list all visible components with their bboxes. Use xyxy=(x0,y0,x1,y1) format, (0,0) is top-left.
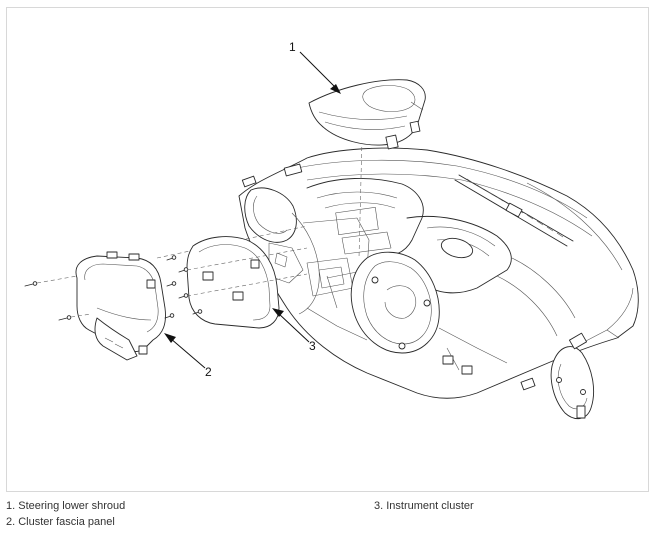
dashboard-assembly xyxy=(156,97,639,419)
legend-item-2: 2. Cluster fascia panel xyxy=(6,516,115,528)
callout-label-3: 3 xyxy=(309,339,316,353)
exploded-diagram xyxy=(24,51,639,419)
legend-item-3: 3. Instrument cluster xyxy=(374,500,474,512)
exploded-diagram-frame: 1 2 3 xyxy=(6,7,649,492)
cluster-fascia-panel xyxy=(24,251,166,361)
instrument-cluster xyxy=(164,236,308,329)
callout-arrow-2 xyxy=(164,333,206,369)
legend-item-1: 1. Steering lower shroud xyxy=(6,500,126,512)
callout-label-2: 2 xyxy=(205,365,212,379)
callout-arrow-3 xyxy=(272,308,310,343)
callout-label-1: 1 xyxy=(289,40,296,54)
steering-lower-shroud xyxy=(308,79,426,150)
callout-arrow-1 xyxy=(299,51,341,94)
